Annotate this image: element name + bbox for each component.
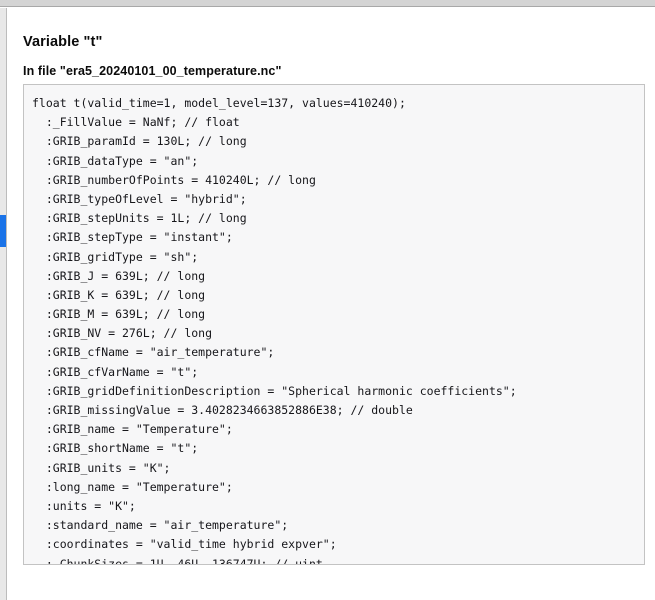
cdl-code-line: :GRIB_name = "Temperature"; bbox=[32, 422, 233, 437]
cdl-code-line: :GRIB_numberOfPoints = 410240L; // long bbox=[32, 172, 316, 187]
cdl-metadata-block: float t(valid_time=1, model_level=137, v… bbox=[23, 84, 645, 565]
cdl-code-line: :GRIB_typeOfLevel = "hybrid"; bbox=[32, 191, 247, 206]
cdl-code-line: :standard_name = "air_temperature"; bbox=[32, 518, 289, 533]
cdl-code-lines: float t(valid_time=1, model_level=137, v… bbox=[24, 85, 644, 565]
cdl-code-line: :units = "K"; bbox=[32, 498, 136, 513]
cdl-code-line: :GRIB_stepUnits = 1L; // long bbox=[32, 211, 247, 226]
vertical-scrollbar[interactable] bbox=[0, 8, 7, 600]
cdl-code-line: :GRIB_dataType = "an"; bbox=[32, 153, 199, 168]
file-subtitle: In file "era5_20240101_00_temperature.nc… bbox=[23, 64, 282, 78]
cdl-code-line: :long_name = "Temperature"; bbox=[32, 479, 233, 494]
page-title: Variable "t" bbox=[23, 34, 103, 50]
cdl-code-line: :_ChunkSizes = 1U, 46U, 136747U; // uint bbox=[32, 556, 323, 565]
cdl-code-line: :GRIB_cfVarName = "t"; bbox=[32, 364, 199, 379]
cdl-code-line: :GRIB_gridDefinitionDescription = "Spher… bbox=[32, 383, 517, 398]
cdl-code-line: :coordinates = "valid_time hybrid expver… bbox=[32, 537, 337, 552]
panel-top-border bbox=[0, 0, 655, 7]
content-pane: Variable "t" In file "era5_20240101_00_t… bbox=[8, 8, 655, 600]
cdl-code-line: float t(valid_time=1, model_level=137, v… bbox=[32, 96, 406, 110]
cdl-code-line: :GRIB_stepType = "instant"; bbox=[32, 230, 233, 245]
cdl-code-line: :GRIB_cfName = "air_temperature"; bbox=[32, 345, 275, 360]
cdl-code-line: :GRIB_shortName = "t"; bbox=[32, 441, 199, 456]
cdl-code-line: :_FillValue = NaNf; // float bbox=[32, 115, 240, 130]
cdl-code-line: :GRIB_J = 639L; // long bbox=[32, 268, 206, 283]
cdl-code-line: :GRIB_K = 639L; // long bbox=[32, 287, 206, 302]
cdl-code-line: :GRIB_paramId = 130L; // long bbox=[32, 134, 247, 149]
cdl-code-line: :GRIB_units = "K"; bbox=[32, 460, 171, 475]
cdl-code-line: :GRIB_M = 639L; // long bbox=[32, 307, 206, 322]
cdl-code-line: :GRIB_NV = 276L; // long bbox=[32, 326, 213, 341]
cdl-code-line: :GRIB_gridType = "sh"; bbox=[32, 249, 199, 264]
vertical-scrollbar-thumb[interactable] bbox=[0, 215, 6, 247]
cdl-code-line: :GRIB_missingValue = 3.4028234663852886E… bbox=[32, 403, 413, 417]
